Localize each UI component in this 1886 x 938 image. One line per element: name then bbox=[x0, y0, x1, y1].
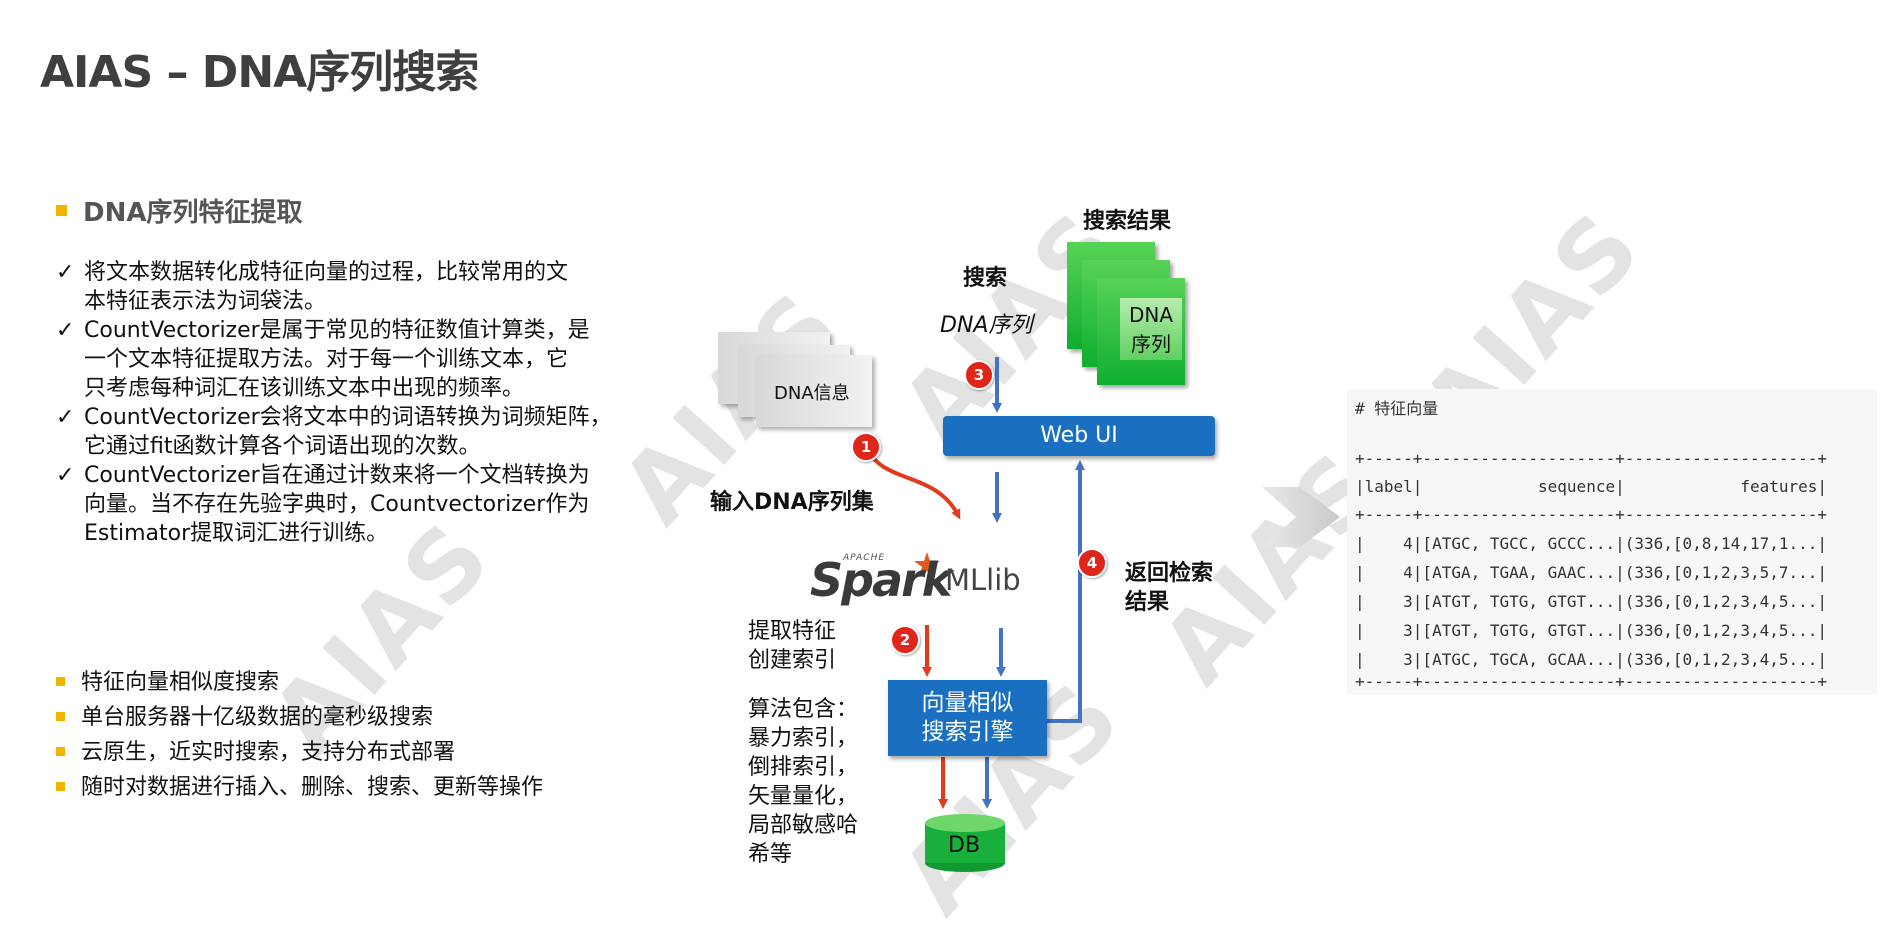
feature-vector-code-panel: # 特征向量 +-----+--------------------+-----… bbox=[1347, 389, 1877, 695]
feature-bullet-text: 单台服务器十亿级数据的毫秒级搜索 bbox=[81, 705, 434, 730]
search-label: 搜索 bbox=[963, 266, 1008, 291]
feature-bullet: 云原生，近实时搜索，支持分布式部署 bbox=[56, 735, 543, 770]
input-dna-label: 输入DNA序列集 bbox=[710, 490, 874, 515]
code-line: | 3|[ATGT, TGTG, GTGT...|(336,[0,1,2,3,4… bbox=[1355, 592, 1828, 611]
extract-features-label-1: 提取特征 bbox=[748, 619, 837, 644]
check-item: ✓ CountVectorizer是属于常见的特征数值计算类，是 一个文本特征提… bbox=[56, 316, 656, 403]
section-heading-text: DNA序列特征提取 bbox=[83, 198, 303, 228]
feature-bullet-text: 云原生，近实时搜索，支持分布式部署 bbox=[81, 740, 456, 765]
check-item: ✓ CountVectorizer旨在通过计数来将一个文档转换为 向量。当不存在… bbox=[56, 461, 656, 548]
bullet-square-icon bbox=[56, 205, 67, 216]
algorithms-line: 算法包含： bbox=[748, 697, 859, 722]
db-cylinder-icon bbox=[925, 814, 1005, 872]
step-badge-3: 3 bbox=[964, 360, 994, 390]
code-line: +-----+--------------------+------------… bbox=[1355, 449, 1828, 468]
section-heading: DNA序列特征提取 bbox=[56, 192, 302, 229]
check-item: ✓ CountVectorizer会将文本中的词语转换为词频矩阵， 它通过fit… bbox=[56, 403, 656, 461]
spark-star-icon bbox=[914, 552, 940, 577]
check-icon: ✓ bbox=[56, 260, 75, 285]
check-item: ✓ 将文本数据转化成特征向量的过程，比较常用的文 本特征表示法为词袋法。 bbox=[56, 258, 656, 316]
algorithms-line: 倒排索引， bbox=[748, 755, 859, 780]
feature-bullet-text: 随时对数据进行插入、删除、搜索、更新等操作 bbox=[81, 775, 544, 800]
bullet-square-icon bbox=[56, 781, 65, 791]
feature-bullet: 随时对数据进行插入、删除、搜索、更新等操作 bbox=[56, 770, 543, 805]
check-icon: ✓ bbox=[56, 318, 75, 343]
code-comment: # 特征向量 bbox=[1355, 399, 1439, 418]
code-line: | 4|[ATGA, TGAA, GAAC...|(336,[0,1,2,3,5… bbox=[1355, 563, 1828, 582]
web-ui-box: Web UI bbox=[943, 416, 1215, 456]
mllib-label: MLlib bbox=[945, 563, 1021, 597]
algorithms-line: 局部敏感哈 bbox=[748, 813, 859, 838]
chevron-arrow-icon bbox=[1262, 487, 1340, 547]
spark-logo-small-text: APACHE bbox=[843, 553, 886, 563]
code-line: | 4|[ATGC, TGCC, GCCC...|(336,[0,8,14,17… bbox=[1355, 534, 1828, 553]
check-icon: ✓ bbox=[56, 405, 75, 430]
feature-bullet-text: 特征向量相似度搜索 bbox=[81, 670, 280, 695]
code-line: | 3|[ATGC, TGCA, GCAA...|(336,[0,1,2,3,4… bbox=[1355, 650, 1828, 669]
vector-search-engine-box: 向量相似 搜索引擎 bbox=[888, 680, 1047, 756]
check-line: CountVectorizer旨在通过计数来将一个文档转换为 bbox=[84, 463, 590, 488]
check-line: 向量。当不存在先验字典时，Countvectorizer作为 bbox=[84, 492, 590, 517]
spark-logo-text: Spark bbox=[810, 553, 952, 607]
step-badge-4: 4 bbox=[1077, 548, 1107, 578]
check-line: 它通过fit函数计算各个词语出现的次数。 bbox=[84, 434, 481, 459]
check-line: CountVectorizer是属于常见的特征数值计算类，是 bbox=[84, 318, 590, 343]
return-results-label-2: 结果 bbox=[1125, 590, 1170, 615]
check-line: 一个文本特征提取方法。对于每一个训练文本，它 bbox=[84, 347, 569, 372]
search-results-label: 搜索结果 bbox=[1083, 209, 1172, 234]
dna-info-doc-card-front: DNA信息 bbox=[756, 355, 872, 427]
check-line: CountVectorizer会将文本中的词语转换为词频矩阵， bbox=[84, 405, 612, 430]
check-line: Estimator提取词汇进行训练。 bbox=[84, 521, 389, 546]
bullet-square-icon bbox=[56, 711, 65, 721]
code-line: |label| sequence| features| bbox=[1355, 477, 1828, 496]
page-title: AIAS – DNA序列搜索 bbox=[40, 47, 479, 98]
code-line: | 3|[ATGT, TGTG, GTGT...|(336,[0,1,2,3,4… bbox=[1355, 621, 1828, 640]
check-line: 将文本数据转化成特征向量的过程，比较常用的文 bbox=[84, 260, 569, 285]
step-badge-1: 1 bbox=[851, 432, 881, 462]
code-line: +-----+--------------------+------------… bbox=[1355, 672, 1828, 691]
feature-bullet-list: 特征向量相似度搜索 单台服务器十亿级数据的毫秒级搜索 云原生，近实时搜索，支持分… bbox=[56, 665, 543, 805]
check-icon: ✓ bbox=[56, 463, 75, 488]
algorithms-line: 希等 bbox=[748, 842, 793, 867]
algorithms-line: 矢量量化， bbox=[748, 784, 859, 809]
bullet-square-icon bbox=[56, 676, 65, 686]
return-arrow bbox=[1047, 460, 1085, 723]
check-line: 本特征表示法为词袋法。 bbox=[84, 289, 327, 314]
feature-bullet: 特征向量相似度搜索 bbox=[56, 665, 543, 700]
code-line: +-----+--------------------+------------… bbox=[1355, 505, 1828, 524]
algorithms-line: 暴力索引， bbox=[748, 726, 859, 751]
dna-sequence-italic-label: DNA序列 bbox=[940, 313, 1033, 338]
step-badge-2: 2 bbox=[890, 625, 920, 655]
algorithms-list: 算法包含： 暴力索引， 倒排索引， 矢量量化， 局部敏感哈 希等 bbox=[748, 695, 858, 869]
return-results-label-1: 返回检索 bbox=[1125, 561, 1214, 586]
bullet-square-icon bbox=[56, 746, 65, 756]
db-label: DB bbox=[948, 833, 981, 858]
extract-features-label-2: 创建索引 bbox=[748, 648, 837, 673]
check-list: ✓ 将文本数据转化成特征向量的过程，比较常用的文 本特征表示法为词袋法。 ✓ C… bbox=[56, 258, 656, 548]
result-card-label: DNA 序列 bbox=[1120, 298, 1182, 360]
check-line: 只考虑每种词汇在该训练文本中出现的频率。 bbox=[84, 376, 525, 401]
dna-info-label: DNA信息 bbox=[774, 383, 850, 404]
feature-bullet: 单台服务器十亿级数据的毫秒级搜索 bbox=[56, 700, 543, 735]
